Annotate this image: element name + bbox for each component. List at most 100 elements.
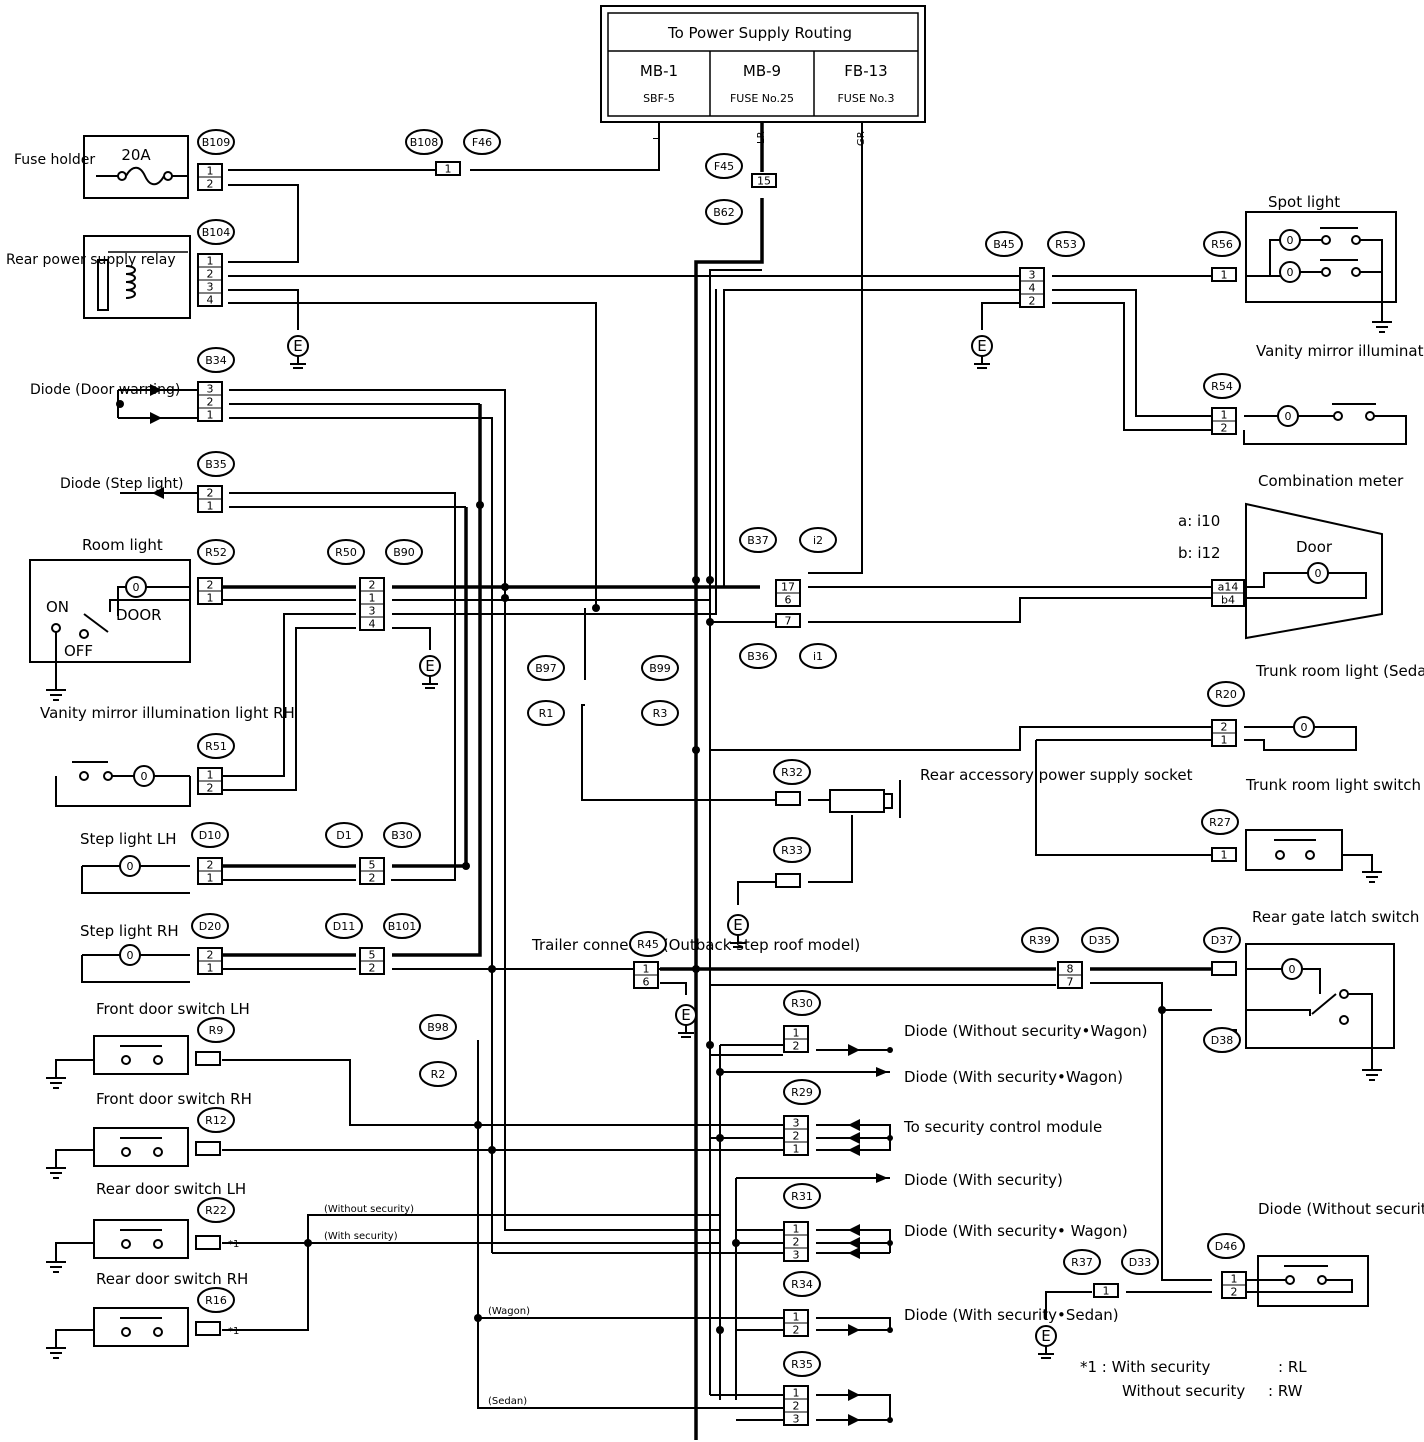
connector-tag-r54: R54	[1203, 373, 1241, 399]
fuse-rating: 20A	[121, 146, 151, 164]
connector-tag-r27: R27	[1201, 809, 1239, 835]
connector-id: R56	[1211, 238, 1233, 251]
connector-id: B37	[747, 534, 769, 547]
rear-door-switch-lh-label: Rear door switch LH	[96, 1180, 246, 1198]
svg-text:2: 2	[1221, 422, 1228, 435]
room-light-door: DOOR	[116, 606, 162, 624]
svg-text:1: 1	[445, 163, 452, 176]
connector-tag-r1: R1	[527, 700, 565, 726]
connector-pins: 21	[197, 947, 223, 975]
svg-text:2: 2	[793, 1130, 800, 1143]
svg-text:2: 2	[207, 782, 214, 795]
connector-tag-r53: R53	[1047, 231, 1085, 257]
rear-door-switch-lh: Rear door switch LH	[55, 1180, 246, 1262]
mark-rear-rh: *1	[228, 1326, 239, 1337]
svg-text:1: 1	[207, 500, 214, 513]
connector-tag-r12: R12	[197, 1107, 235, 1133]
connector-id: R45	[637, 938, 659, 951]
connector-tag-b37: B37	[739, 527, 777, 553]
svg-text:1: 1	[207, 409, 214, 422]
connector-id: R35	[791, 1358, 813, 1371]
connector-tag-i1: i1	[799, 643, 837, 669]
svg-text:E: E	[425, 657, 434, 675]
trunk-room-light-label: Trunk room light (Sedan)	[1255, 662, 1424, 680]
svg-text:4: 4	[207, 294, 214, 307]
svg-text:1: 1	[207, 962, 214, 975]
svg-text:0: 0	[1285, 410, 1292, 423]
connector-tag-r45: R45	[629, 931, 667, 957]
front-door-switch-lh: Front door switch LH	[55, 1000, 250, 1078]
connector-tag-b99: B99	[641, 655, 679, 681]
connector-pins: 21	[197, 485, 223, 513]
ground-e-icon: E	[287, 335, 309, 369]
svg-text:2: 2	[793, 1324, 800, 1337]
connector-tag-r33: R33	[773, 837, 811, 863]
connector-id: R27	[1209, 816, 1231, 829]
connector-id: R2	[431, 1068, 446, 1081]
connector-pins	[195, 1051, 221, 1066]
connector-id: B97	[535, 662, 557, 675]
connector-pins: 123	[783, 1221, 809, 1262]
meter-variant-a: a: i10	[1178, 512, 1220, 530]
connector-id: R12	[205, 1114, 227, 1127]
svg-text:0: 0	[1287, 266, 1294, 279]
connector-tag-r39: R39	[1021, 927, 1059, 953]
svg-text:E: E	[293, 337, 302, 355]
connector-pins: 12	[1211, 407, 1237, 435]
connector-id: B98	[427, 1021, 449, 1034]
ground-e-icon: E	[727, 914, 749, 948]
connector-id: B35	[205, 458, 227, 471]
svg-text:2: 2	[1221, 721, 1228, 734]
to-security-module-2: Diode (With security)	[904, 1171, 1063, 1189]
rear-accessory-socket: Rear accessory power supply socket	[808, 766, 1193, 818]
connector-tag-b101: B101	[383, 913, 421, 939]
connector-id: R50	[335, 546, 357, 559]
svg-text:1: 1	[207, 255, 214, 268]
connector-tag-b35: B35	[197, 451, 235, 477]
connector-tag-r29: R29	[783, 1079, 821, 1105]
connector-id: R52	[205, 546, 227, 559]
svg-text:6: 6	[643, 976, 650, 989]
vanity-mirror-lh-label: Vanity mirror illumination light LH	[1256, 342, 1424, 360]
connector-tag-d38: D38	[1203, 1027, 1241, 1053]
connector-id: R20	[1215, 688, 1237, 701]
connector-pins: 12	[197, 163, 223, 191]
wire-code-l: L	[652, 134, 663, 140]
svg-text:1: 1	[1221, 849, 1228, 862]
svg-text:17: 17	[781, 581, 795, 594]
front-door-switch-rh-label: Front door switch RH	[96, 1090, 252, 1108]
svg-text:1: 1	[793, 1223, 800, 1236]
svg-text:8: 8	[1067, 963, 1074, 976]
connector-tag-b108: B108	[405, 129, 443, 155]
connector-id: R51	[205, 740, 227, 753]
connector-pins: 123	[783, 1385, 809, 1426]
note-line1-key: *1 : With security	[1080, 1358, 1210, 1376]
svg-text:E: E	[681, 1006, 690, 1024]
room-light: 0 Room light ON OFF DOOR	[29, 536, 191, 690]
diode-door-warning: Diode (Door warning)	[30, 382, 198, 424]
connector-id: F46	[472, 136, 492, 149]
connector-id: D20	[199, 920, 221, 933]
svg-text:1: 1	[1231, 1273, 1238, 1286]
diode-step-light: Diode (Step light)	[60, 476, 198, 499]
svg-text:0: 0	[127, 860, 134, 873]
connector-id: B109	[202, 136, 231, 149]
connector-id: B45	[993, 238, 1015, 251]
svg-text:1: 1	[207, 872, 214, 885]
connector-pins: 21	[1211, 719, 1237, 747]
connector-tag-r50: R50	[327, 539, 365, 565]
ground-e-icon: E	[1035, 1325, 1057, 1359]
wires	[220, 122, 1212, 1440]
connector-tag-b104: B104	[197, 219, 235, 245]
connector-pins	[195, 1321, 221, 1336]
connector-pins: 16	[633, 961, 659, 989]
connector-tag-d33: D33	[1121, 1249, 1159, 1275]
chassis-ground-icon	[1362, 871, 1382, 883]
connector-pins: 176	[775, 579, 801, 607]
diode-stack	[848, 1044, 888, 1426]
ground-e-icon: E	[971, 335, 993, 369]
connector-tag-r30: R30	[783, 990, 821, 1016]
luggage-room-light-label: Rear gate latch switch (Wagon)	[1252, 908, 1424, 926]
svg-text:b4: b4	[1221, 594, 1235, 607]
